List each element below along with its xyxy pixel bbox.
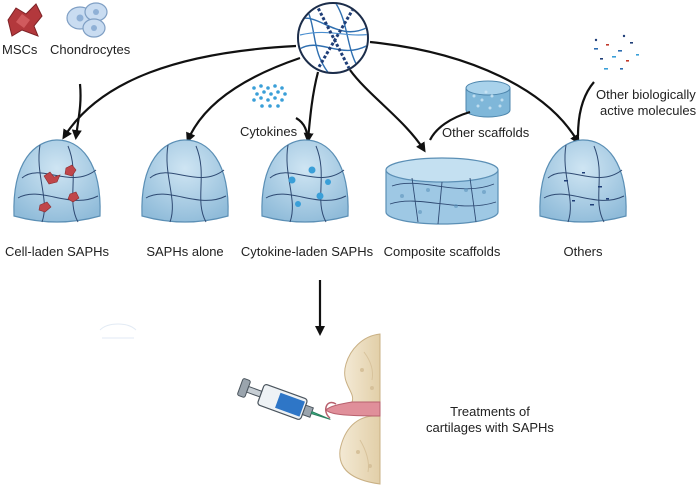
saph-alone-dome [141, 139, 229, 223]
saph-fiber-network-icon [297, 2, 369, 74]
treatment-label-line1: Treatments of [450, 404, 530, 419]
category-cytokine-laden-label: Cytokine-laden SAPHs [240, 244, 374, 259]
arrow-cytokines-in [295, 117, 309, 135]
arrows [62, 40, 595, 336]
other-molecules-label-line1: Other biologically [596, 87, 696, 102]
cytokine-laden-saph-dome [261, 139, 349, 223]
other-molecules-label-line2: active molecules [600, 103, 697, 118]
arrow-to-composite [349, 69, 426, 153]
arrow-scaffolds-in [429, 110, 471, 141]
arrow-to-cell-laden [62, 44, 297, 140]
arrow-to-others [369, 40, 580, 145]
chondrocytes-label: Chondrocytes [50, 42, 131, 57]
syringe-icon [237, 378, 331, 420]
composite-scaffold-cylinder [385, 157, 499, 225]
cell-laden-saph-dome [13, 139, 101, 223]
treatment-label-line2: cartilages with SAPHs [426, 420, 554, 435]
mscs-label: MSCs [2, 42, 38, 57]
arrow-to-cytokine-laden [303, 71, 320, 143]
mscs-cells-icon [7, 3, 43, 37]
biological-molecules-icon [594, 34, 639, 70]
category-saphs-alone-label: SAPHs alone [146, 244, 224, 259]
arrow-to-saphs-alone [186, 56, 301, 143]
cytokines-label: Cytokines [240, 124, 298, 139]
category-composite-label: Composite scaffolds [383, 244, 501, 259]
others-saph-dome [539, 139, 627, 223]
arrow-sources-to-cell-laden [71, 83, 82, 140]
cytokines-dots-icon [252, 84, 287, 108]
faint-sketch [99, 323, 137, 339]
other-scaffold-cylinder-icon [465, 80, 511, 118]
other-scaffolds-label: Other scaffolds [442, 125, 530, 140]
knee-joint-icon [325, 333, 381, 485]
chondrocytes-cells-icon [66, 2, 108, 38]
category-cell-laden-label: Cell-laden SAPHs [4, 244, 110, 259]
arrow-molecules-in [576, 81, 595, 137]
category-others-label: Others [563, 244, 603, 259]
